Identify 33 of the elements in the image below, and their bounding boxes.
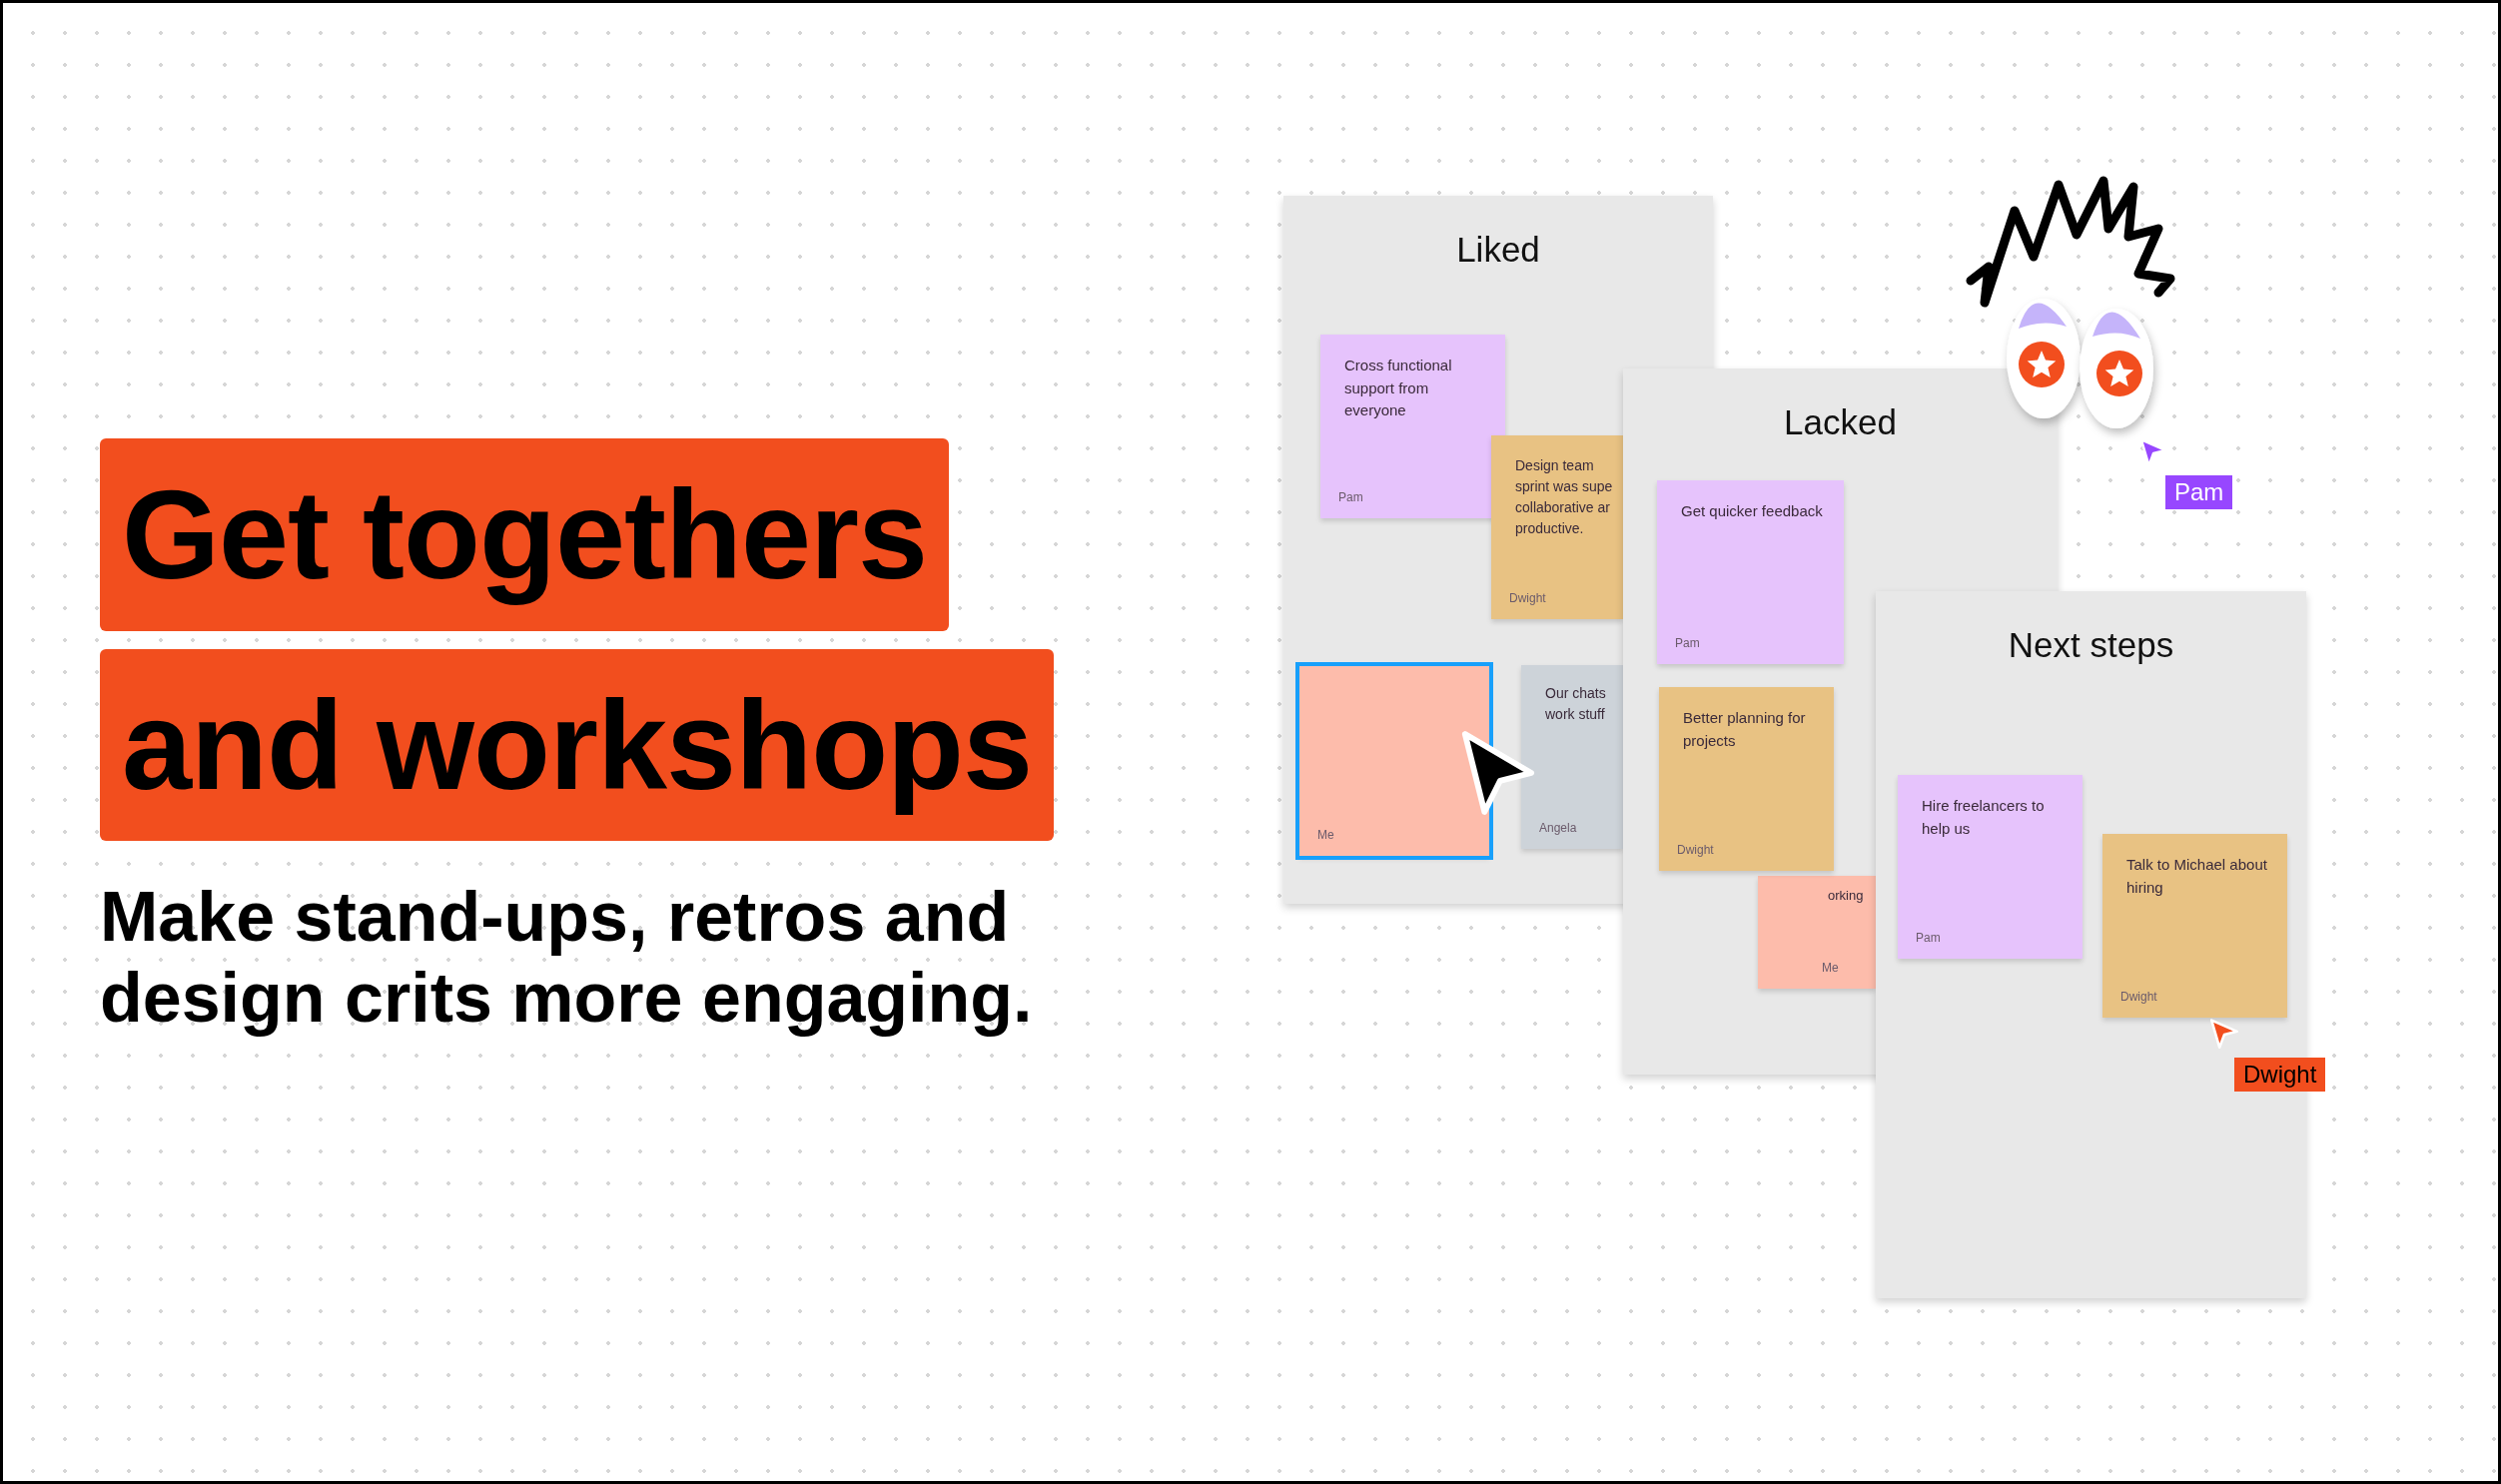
sticky-note [1659,687,1834,871]
note-text: Get quicker feedback [1681,501,1824,521]
note-text: Better planning for projects [1683,708,1807,751]
note-author: Pam [1338,490,1363,504]
note-author: Pam [1916,931,1941,945]
sticky-note [2102,834,2287,1018]
user-tag: Dwight [2234,1058,2326,1092]
note-text: orking [1828,887,1865,905]
sticky-note [1521,665,1623,849]
note-author: Angela [1539,821,1577,835]
headline-band: Get togethers [100,438,950,631]
note-author: Me [1317,828,1334,842]
subtitle: Make stand-ups, retros and design crits more engaging. [100,877,1034,1038]
headline-band: and workshops [100,649,1055,841]
board-title: Lacked [1783,402,1898,442]
sticky-note [1898,775,2083,959]
sticky-note [1657,480,1844,664]
note-author: Pam [1675,636,1700,650]
sticky-note [1491,435,1623,619]
note-text: Hire freelancers to help us [1922,796,2046,839]
sticky-note [1758,876,1876,989]
note-text: Design team sprint was supe collaborative ar productive. [1515,456,1614,538]
note-author: Me [1822,961,1839,975]
note-author: Dwight [1509,591,1546,605]
note-author: Dwight [2120,990,2157,1004]
board-title: Liked [1455,230,1541,270]
note-text: Our chats work stuff [1545,684,1607,724]
sticky-note [1320,335,1505,518]
note-author: Dwight [1677,843,1714,857]
user-tag: Pam [2165,475,2233,509]
board-title: Next steps [2007,625,2175,665]
note-text: Talk to Michael about hiring [2126,855,2268,898]
note-text: Cross functional support from everyone [1344,356,1453,420]
